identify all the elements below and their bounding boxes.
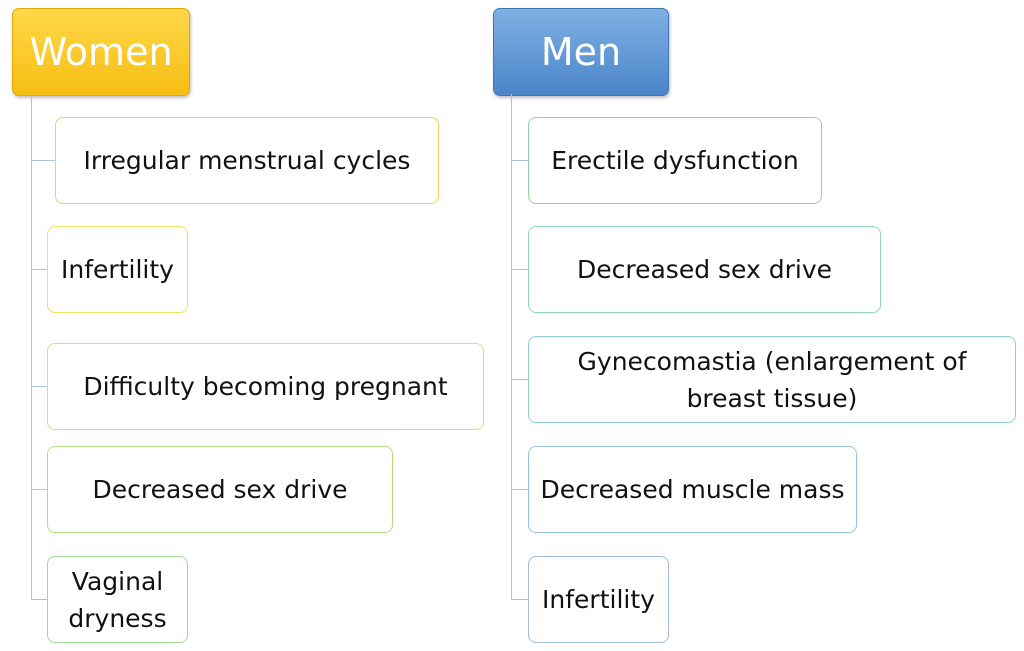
men-item-label: Decreased sex drive: [576, 255, 832, 284]
women-connector-branch: [31, 489, 48, 490]
men-connector-branch: [511, 599, 529, 600]
women-item-label: Vaginal dryness: [68, 566, 167, 633]
men-item-decreased-muscle-mass: Decreased muscle mass: [528, 446, 857, 533]
women-header: Women: [12, 8, 190, 96]
women-header-title: Women: [29, 30, 173, 74]
women-item-label: Infertility: [61, 255, 174, 284]
women-item-infertility: Infertility: [47, 226, 188, 313]
women-connector-branch: [31, 269, 48, 270]
men-connector-branch: [511, 489, 529, 490]
men-item-label: Decreased muscle mass: [540, 475, 845, 504]
men-header-title: Men: [540, 30, 622, 74]
men-item-label: Erectile dysfunction: [551, 146, 799, 175]
women-connector-branch: [31, 160, 56, 161]
women-item-difficulty-becoming-pregnant: Difficulty becoming pregnant: [47, 343, 484, 430]
women-item-decreased-sex-drive: Decreased sex drive: [47, 446, 393, 533]
women-item-label: Irregular menstrual cycles: [83, 146, 411, 175]
men-item-decreased-sex-drive: Decreased sex drive: [528, 226, 881, 313]
women-connector-trunk: [31, 94, 32, 599]
women-connector-branch: [31, 386, 48, 387]
men-connector-branch: [511, 379, 529, 380]
men-item-label: Gynecomastia (enlargement of breast tiss…: [577, 346, 967, 413]
men-item-gynecomastia: Gynecomastia (enlargement of breast tiss…: [528, 336, 1016, 423]
men-connector-branch: [511, 160, 529, 161]
women-item-label: Decreased sex drive: [92, 475, 348, 504]
men-item-infertility: Infertility: [528, 556, 669, 643]
men-connector-trunk: [511, 94, 512, 599]
men-connector-branch: [511, 269, 529, 270]
women-item-irregular-menstrual-cycles: Irregular menstrual cycles: [55, 117, 439, 204]
women-connector-branch: [31, 599, 48, 600]
women-item-label: Difficulty becoming pregnant: [83, 372, 448, 401]
women-item-vaginal-dryness: Vaginal dryness: [47, 556, 188, 643]
men-header: Men: [493, 8, 669, 96]
men-item-erectile-dysfunction: Erectile dysfunction: [528, 117, 822, 204]
men-item-label: Infertility: [542, 585, 655, 614]
